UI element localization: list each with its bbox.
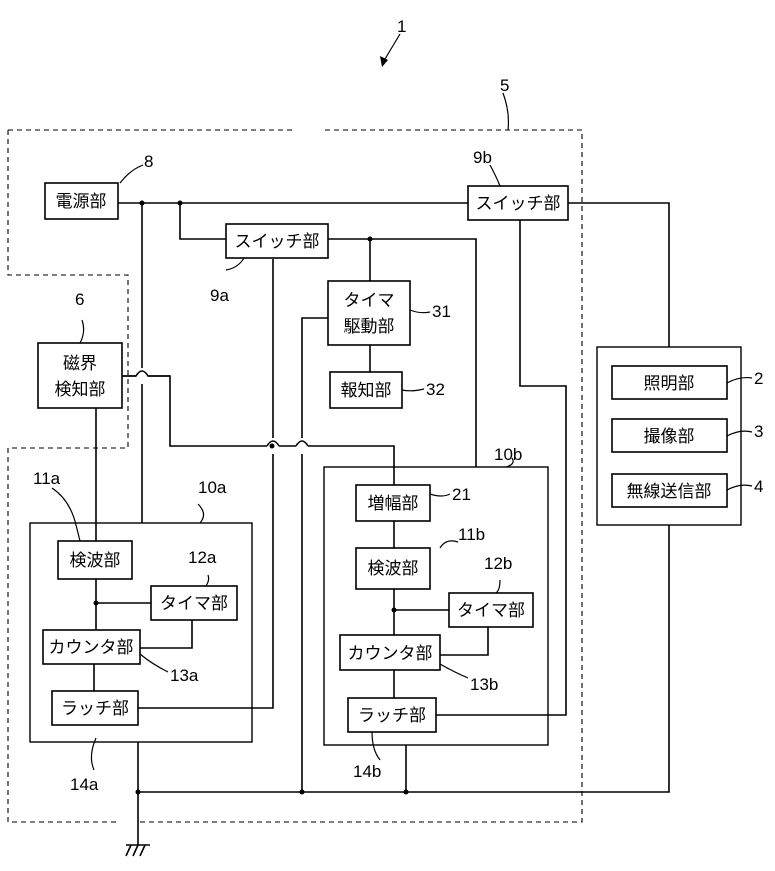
switch-b-label: スイッチ部 [476,194,561,214]
magnetic-label-line2: 検知部 [55,380,106,400]
ref-14b: 14b [353,762,381,781]
timer-driver-label-line1: タイマ [344,291,395,311]
switch-a-block: スイッチ部 [226,224,328,258]
latch-b-label: ラッチ部 [358,706,426,726]
lighting-block: 照明部 [612,366,727,399]
ref-14a: 14a [70,775,99,794]
ref-31: 31 [432,302,451,321]
ref-2: 2 [754,369,763,388]
latch-a-block: ラッチ部 [52,691,138,725]
counter-b-block: カウンタ部 [340,635,440,670]
ref-6: 6 [75,290,84,309]
ref-4: 4 [754,477,763,496]
latch-b-block: ラッチ部 [348,698,436,732]
device-leader-arrow [380,34,400,67]
latch-a-label: ラッチ部 [61,699,129,719]
lighting-label: 照明部 [644,374,695,394]
notifier-block: 報知部 [330,372,402,408]
power-label: 電源部 [56,192,107,212]
timer-b-block: タイマ部 [449,593,533,627]
wireless-tx-label: 無線送信部 [627,482,712,502]
counter-a-label: カウンタ部 [49,638,134,658]
timer-a-block: タイマ部 [151,586,237,620]
unit5-leader [503,93,508,130]
timer-driver-block: タイマ 駆動部 [328,281,410,345]
ref-5: 5 [500,76,509,95]
ref-32: 32 [426,380,445,399]
detector-b-label: 検波部 [368,559,419,579]
ref-11b: 11b [458,525,485,544]
switch-a-label: スイッチ部 [235,232,320,252]
detector-a-block: 検波部 [58,541,132,579]
ref-9a: 9a [210,286,229,305]
ref-8: 8 [144,152,153,171]
timer-b-label: タイマ部 [457,601,525,621]
wireless-tx-block: 無線送信部 [612,474,727,507]
magnetic-detector-block: 磁界 検知部 [38,343,122,408]
imaging-label: 撮像部 [644,427,695,447]
amplifier-label: 増幅部 [368,494,419,514]
counter-b-label: カウンタ部 [348,644,433,664]
detector-b-block: 検波部 [356,548,430,589]
power-block: 電源部 [45,183,118,219]
wire-crossovers [122,368,308,454]
counter-a-block: カウンタ部 [43,630,140,664]
ref-13a: 13a [170,666,199,685]
ref-9b: 9b [473,148,492,167]
detector-a-label: 検波部 [70,551,121,571]
timer-a-label: タイマ部 [160,594,228,614]
ref-10b: 10b [494,445,522,464]
ref-3: 3 [754,422,763,441]
switch-b-block: スイッチ部 [468,186,568,220]
ref-1: 1 [397,17,406,36]
notifier-label: 報知部 [341,381,392,401]
magnetic-label-line1: 磁界 [63,354,97,374]
ref-12a: 12a [188,548,217,567]
ref-13b: 13b [470,675,498,694]
ref-10a: 10a [198,478,227,497]
timer-driver-label-line2: 駆動部 [344,317,395,337]
ref-12b: 12b [484,554,512,573]
imaging-block: 撮像部 [612,419,727,452]
amplifier-block: 増幅部 [356,485,430,521]
ref-21: 21 [452,485,471,504]
ref-11a: 11a [33,469,61,488]
